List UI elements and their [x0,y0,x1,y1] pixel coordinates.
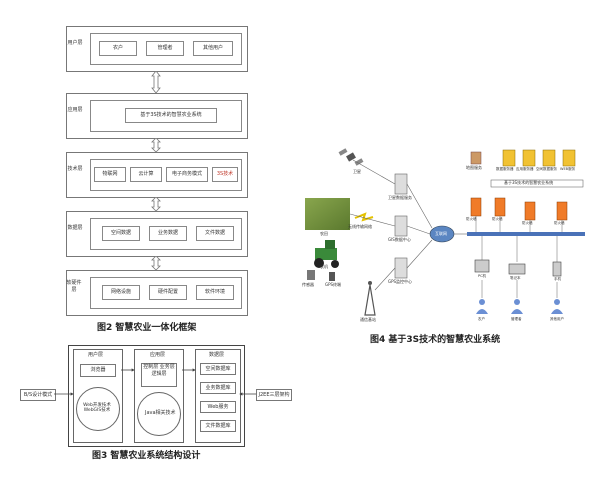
f3-app-circle [137,392,181,436]
f4-firewall-2: 防火墙 [492,217,503,221]
f3-data-title: 数据层 [209,352,225,358]
arrow-1 [151,71,161,93]
f4-device-1: PC机 [478,274,487,278]
data-item-file: 文件数据 [196,226,234,241]
data-item-business: 业务数据 [149,226,187,241]
f3-user-title: 用户层 [88,352,104,358]
infra-item-hardware: 硬件配置 [149,285,187,300]
f4-gps-label: GPS终端 [325,282,342,287]
f3-data-web: Web服务 [200,401,236,413]
app-layer-label: 应用层 [67,107,83,113]
f4-tractor-label: 农机 [320,264,328,269]
data-item-spatial: 空间数据 [102,226,140,241]
f4-server3-label: GPS监控中心 [388,279,413,284]
f4-srv-d-label: WEB服务 [560,167,576,171]
f4-device-3: 手机 [554,277,561,281]
user-icons [476,299,563,314]
tractor-icon [314,240,339,268]
fig4-caption: 图4 基于3S技术的智慧农业系统 [370,335,501,345]
f4-sensor-label: 传感器 [302,282,314,287]
f3-user-circle-text: Web开发技术 WebGIS技术 [83,403,111,413]
fig2-caption: 图2 智慧农业一体化框架 [97,323,197,333]
arrow-2 [151,138,161,152]
top-servers [470,149,576,167]
f4-other-left-label: 地图服务 [466,165,482,170]
f3-connectors [54,368,256,396]
f3-data-business: 业务数据库 [200,382,236,394]
f3-j2ee-label: J2EE三层架构 [256,389,292,401]
f4-srv-c-label: 空间数据服务 [536,167,557,171]
f4-system-label: 基于3S技术的智慧农业系统 [504,180,554,185]
user-item-farmer: 农户 [99,41,137,56]
f4-server2-label: GIS数据中心 [388,237,411,242]
infra-layer-label: 软硬件层 [66,280,82,293]
arrow-3 [151,197,161,211]
f4-wireless-label: 无线传输网络 [348,224,372,229]
f3-data-spatial: 空间数据库 [200,363,236,375]
firewall-icons [470,197,568,221]
f4-client-3: 其他用户 [550,317,564,321]
tower-icon [364,281,376,316]
f3-user-circle [76,387,120,431]
f3-app-title: 应用层 [150,352,166,358]
user-layer-label: 用户层 [67,40,83,46]
tech-item-3s: 3S技术 [212,167,238,182]
f3-browser-box: 浏览器 [80,364,116,377]
infra-item-network: 网络设施 [102,285,140,300]
tech-item-ecommerce: 电子商务模式 [166,167,208,182]
tech-layer-label: 技术层 [67,166,83,172]
f4-srv-a-label: 数据服务器 [496,167,514,171]
f4-field-label: 农田 [320,231,328,236]
sensor-icon [307,270,315,280]
tech-item-iot: 物联网 [94,167,126,182]
wireless-icon [354,212,374,222]
f4-satellite-label: 卫星 [353,169,361,174]
arrow-4 [151,256,161,270]
infra-item-software: 软件环境 [196,285,234,300]
app-item-system: 基于3S技术的智慧农业系统 [125,108,217,123]
tech-item-cloud: 云计算 [130,167,162,182]
server-icons [394,173,408,279]
client-devices [474,259,562,277]
f3-app-circle-text: Java相关技术 [145,410,176,416]
fig4-diagram [305,148,585,316]
system-bar [490,179,584,188]
f4-srv-b-label: 应用服务器 [516,167,534,171]
f4-server1-label: 卫星数据服务 [388,195,412,200]
data-layer-label: 数据层 [67,225,83,231]
user-item-other: 其他用户 [193,41,233,56]
f4-router-label: 互联网 [435,231,447,236]
f3-logic-box: 控制层 业务层 逻辑层 [141,363,177,387]
f4-device-2: 笔记本 [510,276,521,280]
fig3-caption: 图3 智慧农业系统结构设计 [92,451,201,461]
user-item-manager: 管理者 [146,41,184,56]
f4-firewall-3: 防火墙 [522,221,533,225]
f4-firewall-4: 防火墙 [554,221,565,225]
f4-tower-label: 通信基站 [360,317,376,322]
f4-client-1: 农户 [478,317,485,321]
f4-firewall-1: 防火墙 [466,217,477,221]
satellite-icon [338,148,364,166]
gps-icon [329,272,335,281]
f4-client-2: 管理者 [511,317,522,321]
network-bar [467,232,585,236]
f3-data-file: 文件数据库 [200,420,236,432]
f3-bs-label: B/S设计模式 [20,389,56,401]
